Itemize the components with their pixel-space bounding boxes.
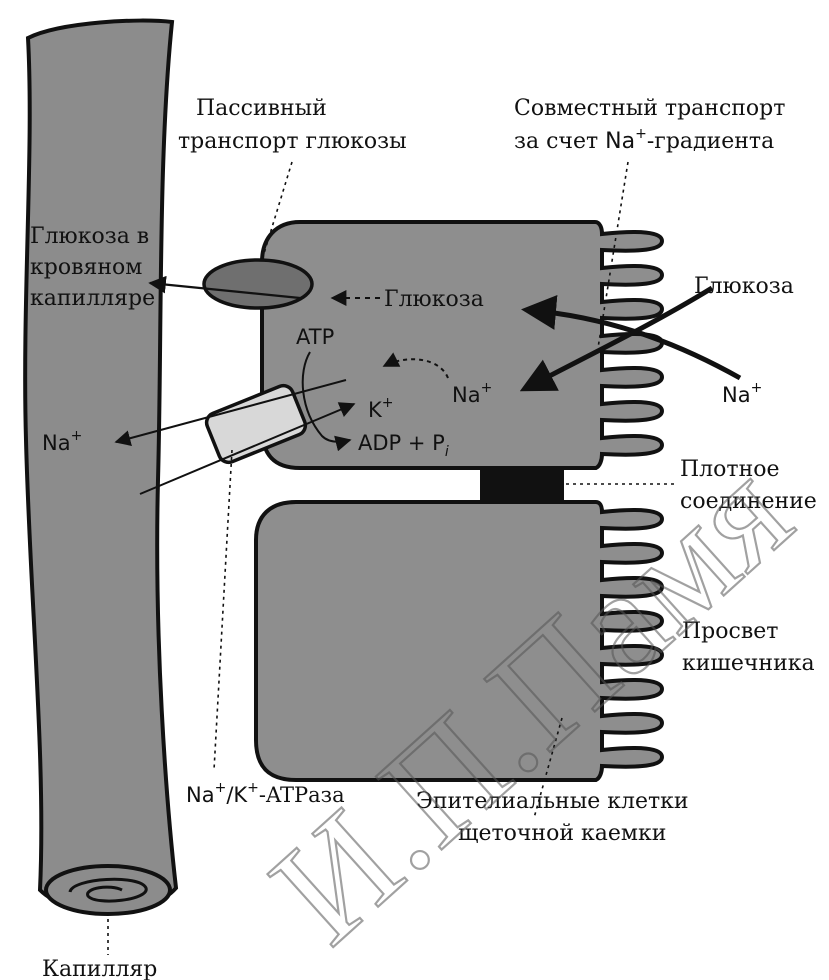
passive-label-1: Пассивный [196,96,327,121]
glucose-cell-label: Глюкоза [384,287,484,312]
blood-glucose-label-2: кровяном [30,255,142,280]
na-lumen-label: Na+ [722,380,762,407]
tight-junction [480,466,564,502]
capillary-label: Капилляр [42,957,157,980]
blood-glucose-label-3: капилляре [30,286,155,311]
blood-glucose-label-1: Глюкоза в [30,224,149,249]
atp-label: ATP [296,325,334,349]
glucose-channel [204,260,312,308]
cotrans-label-1: Совместный транспорт [514,96,785,121]
passive-label-2: транспорт глюкозы [178,129,407,154]
glucose-lumen-label: Глюкоза [694,274,794,299]
capillary-tube [25,21,176,912]
cotrans-label-2: за счет Na+-градиента [514,126,774,154]
atpase-leader [214,450,232,770]
capillary-opening [46,866,170,914]
